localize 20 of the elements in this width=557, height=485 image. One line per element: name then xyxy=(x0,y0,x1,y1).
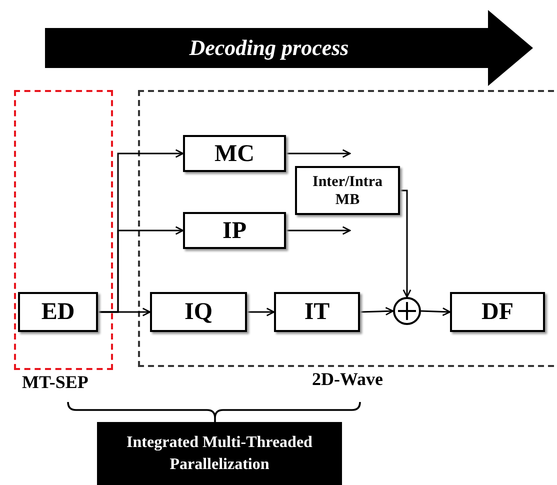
arrow xyxy=(400,190,412,298)
process-box: ED xyxy=(18,292,98,332)
arrow xyxy=(360,306,394,316)
arrow-title: Decoding process xyxy=(189,35,349,61)
process-box: MC xyxy=(183,135,286,172)
arrow xyxy=(286,149,351,158)
process-box: IP xyxy=(183,212,286,249)
callout-box: Integrated Multi-Threaded Parallelization xyxy=(97,422,342,485)
region-label: MT-SEP xyxy=(22,372,88,393)
arrow xyxy=(98,308,151,316)
adder-symbol xyxy=(393,297,421,325)
process-box: Inter/Intra MB xyxy=(295,166,400,215)
process-box: DF xyxy=(450,292,545,332)
process-arrow xyxy=(45,8,533,88)
region-label: 2D-Wave xyxy=(312,369,383,390)
process-box: IQ xyxy=(150,292,247,332)
process-box: IT xyxy=(274,292,360,332)
arrow xyxy=(286,226,351,235)
arrow xyxy=(420,307,451,316)
arrow xyxy=(247,308,275,316)
